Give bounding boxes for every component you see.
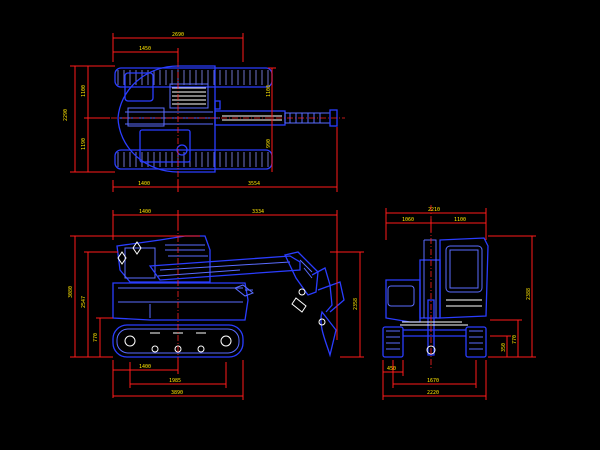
- dim-front-track-height: 770: [512, 335, 518, 344]
- dim-top-front-offset: 1450: [139, 46, 151, 52]
- dim-side-track-inner: 1400: [139, 364, 151, 370]
- dim-front-overall-bottom: 2220: [427, 390, 439, 396]
- dim-top-right-lower: 990: [266, 139, 272, 148]
- top-view-dimensions: 2690 1450 1400 3554 2290 1100 1190 1100 …: [63, 32, 338, 192]
- top-view-centerline: [100, 50, 345, 180]
- side-view: 1400 3334 3080 2547 770 2358 1400 1985 3…: [68, 209, 364, 400]
- dim-top-boom-reach: 3554: [248, 181, 260, 187]
- dim-side-front-height: 2358: [353, 298, 359, 310]
- front-view-body: [385, 237, 489, 356]
- dim-side-overall-length: 3890: [171, 390, 183, 396]
- side-view-dimensions: 1400 3334 3080 2547 770 2358 1400 1985 3…: [68, 209, 364, 400]
- dim-front-left-part: 1060: [402, 217, 414, 223]
- dim-front-shoe-height: 350: [501, 343, 507, 352]
- dim-side-overall-height: 3080: [68, 286, 74, 298]
- dim-side-height-2: 2547: [81, 296, 87, 308]
- dim-top-left-upper: 1100: [81, 85, 87, 97]
- dim-top-left-total: 2290: [63, 109, 69, 121]
- dim-top-overall-width: 2690: [172, 32, 184, 38]
- dim-side-reach: 3334: [252, 209, 264, 215]
- front-view-dimensions: 2210 1060 1100 2388 350 770 450 1670 222…: [382, 207, 536, 400]
- dim-side-rear-swing: 1400: [139, 209, 151, 215]
- dim-side-track-height: 770: [93, 333, 99, 342]
- dim-front-right-part: 1100: [454, 217, 466, 223]
- top-view: 2690 1450 1400 3554 2290 1100 1190 1100 …: [63, 32, 345, 192]
- side-view-boom: [148, 251, 345, 358]
- front-view: 2210 1060 1100 2388 350 770 450 1670 222…: [382, 205, 536, 400]
- dim-front-track-gauge: 1670: [427, 378, 439, 384]
- dim-front-height: 2388: [526, 288, 532, 300]
- dim-top-left-lower: 1190: [81, 138, 87, 150]
- dim-front-overall-width: 2210: [428, 207, 440, 213]
- top-view-upper-structure: [117, 65, 221, 173]
- dim-side-track-length: 1985: [169, 378, 181, 384]
- dim-top-rear-radius: 1400: [138, 181, 150, 187]
- dim-top-right-upper: 1100: [266, 85, 272, 97]
- dim-front-shoe-width: 450: [387, 366, 396, 372]
